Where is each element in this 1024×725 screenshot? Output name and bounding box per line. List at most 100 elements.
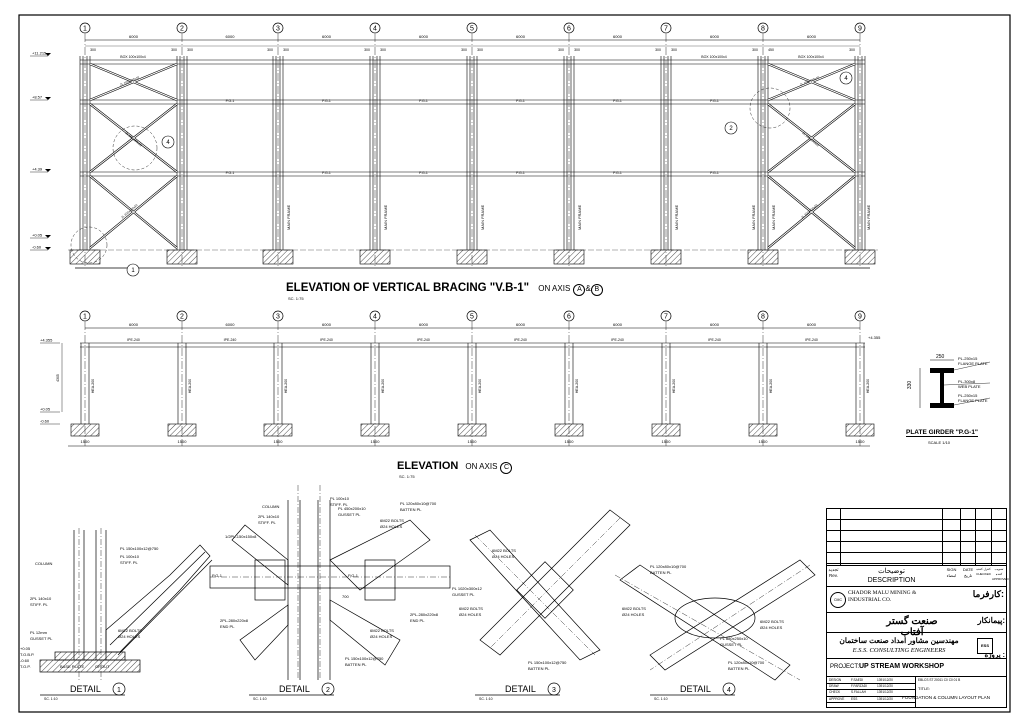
level-label: +4.355 <box>40 338 53 343</box>
pedestal-dim: 1500 <box>759 439 769 444</box>
column-label: HEA-200 <box>866 379 870 393</box>
grid-label: 3 <box>276 314 280 321</box>
level-label: -0.60 <box>32 245 42 250</box>
grid-label: 1 <box>83 314 87 321</box>
column-label: HEA-200 <box>188 379 192 393</box>
grid-bubble <box>272 22 284 34</box>
detail-note: 6M22 BOLTS <box>118 628 142 633</box>
top-beam-right: BOX 100x100x4 <box>798 55 824 59</box>
grid-bubble <box>79 22 91 34</box>
pedestal <box>263 423 293 437</box>
detail-note: 6M22 BOLTS <box>459 606 483 611</box>
detail-note: END PL <box>410 618 425 623</box>
bay-dim: 6000 <box>516 34 526 39</box>
detail-num: 1 <box>117 687 121 694</box>
spacing-dim: 300 <box>461 48 467 52</box>
callout-bubble <box>839 71 853 85</box>
column-label: HEA-200 <box>478 379 482 393</box>
pedestal <box>651 423 681 437</box>
detail-note: Ø24 HOLES <box>760 625 783 630</box>
bay-dim: 6000 <box>516 322 526 327</box>
detail-note: END PL <box>220 624 235 629</box>
detail-bubble <box>321 682 335 696</box>
spacing-dim: 300 <box>671 48 677 52</box>
detail-num: 4 <box>727 687 731 694</box>
detail-note: BASE PLATE <box>60 664 84 669</box>
grid-label: 8 <box>761 314 765 321</box>
brace-label: 2L 100x100x10 <box>799 75 820 86</box>
callout-label: 4 <box>166 140 170 146</box>
sheet-border <box>18 14 1011 713</box>
pedestal-dim: 1500 <box>565 439 575 444</box>
detail-note: STIFF. PL <box>30 602 49 607</box>
beam-label: IPE-240 <box>708 338 721 342</box>
pedestal <box>554 423 584 437</box>
detail-title: DETAIL <box>680 684 711 694</box>
spacing-dim: 300 <box>171 48 177 52</box>
grid-label: 4 <box>373 314 377 321</box>
grid-label: 3 <box>276 26 280 33</box>
pedestal <box>748 423 778 437</box>
grid-label: 1 <box>83 26 87 33</box>
detail-2-drawing <box>209 485 451 680</box>
detail-note: Ø24 HOLES <box>459 612 482 617</box>
pedestal <box>166 249 198 265</box>
detail-note: 1/2PL-150x150x8 <box>225 534 257 539</box>
detail-note: GUSSET PL <box>338 512 361 517</box>
detail-note: Ø24 HOLES <box>370 634 393 639</box>
detail-note: P.G-1 <box>348 573 359 578</box>
detail-bubble <box>547 682 561 696</box>
level-label: +4.355 <box>868 335 881 340</box>
beam-label: P.G-1 <box>226 99 235 103</box>
beam-label: IPE-240 <box>320 338 333 342</box>
beam-label: P.G-1 <box>322 99 331 103</box>
beam-label: P.G-1 <box>516 99 525 103</box>
main-frame-label: MAIN FRAME <box>383 205 388 230</box>
detail-scale: SC. 1:10 <box>253 697 267 701</box>
detail-note: 6M22 BOLTS <box>380 518 404 523</box>
spacing-dim: 300 <box>380 48 386 52</box>
main-frame-label: MAIN FRAME <box>674 205 679 230</box>
detail-note: GUSSET PL <box>720 642 743 647</box>
grid-label: 5 <box>470 314 474 321</box>
column-label: HEA-200 <box>91 379 95 393</box>
detail-note: PL 120x80x10@700 <box>650 564 687 569</box>
grid-bubble <box>272 310 284 322</box>
spacing-dim: 300 <box>187 48 193 52</box>
detail-note: PL 150x100x12@750 <box>345 656 384 661</box>
grid-label: 6 <box>567 314 571 321</box>
column-label: HEA-200 <box>672 379 676 393</box>
beam-label: IPE-240 <box>514 338 527 342</box>
bay-dim: 6000 <box>226 34 236 39</box>
top-beam-left: BOX 100x100x4 <box>120 55 146 59</box>
grid-bubble <box>369 22 381 34</box>
grid-label: 2 <box>180 314 184 321</box>
detail-note: STIFF. PL <box>330 502 349 507</box>
grid-bubble <box>563 310 575 322</box>
bay-dim: 6000 <box>613 322 623 327</box>
beam-label: P.G-1 <box>419 99 428 103</box>
level-label: +0.05 <box>32 233 43 238</box>
grid-bubble <box>176 22 188 34</box>
brace-label: 2L 100x100x10 <box>119 75 140 86</box>
detail-note: GUSSET PL <box>452 592 475 597</box>
column-label: HEA-200 <box>769 379 773 393</box>
pg-top-flange <box>930 368 954 373</box>
detail-scale: SC. 1:10 <box>654 697 668 701</box>
detail-note: 6M22 BOLTS <box>492 548 516 553</box>
grid-bubble <box>369 310 381 322</box>
main-frame-label: MAIN FRAME <box>751 205 756 230</box>
pg-bottom-flange <box>930 403 954 408</box>
main-frame-label: MAIN FRAME <box>866 205 871 230</box>
detail-bubble <box>112 682 126 696</box>
detail-num: 3 <box>552 687 556 694</box>
spacing-dim: 300 <box>267 48 273 52</box>
grid-bubble <box>79 310 91 322</box>
beam-label: IPE-240 <box>417 338 430 342</box>
detail-note: Ø24 HOLES <box>622 612 645 617</box>
detail-4-drawing <box>614 559 816 681</box>
detail-note: COLUMN <box>35 561 52 566</box>
detail-title: DETAIL <box>70 684 101 694</box>
